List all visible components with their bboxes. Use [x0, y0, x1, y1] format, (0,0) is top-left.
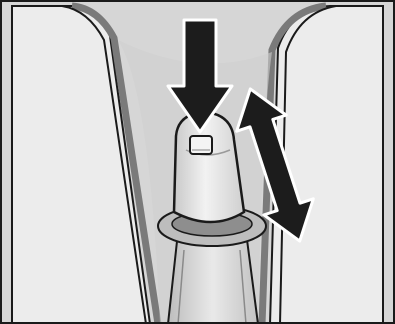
release-button[interactable]	[190, 136, 212, 154]
